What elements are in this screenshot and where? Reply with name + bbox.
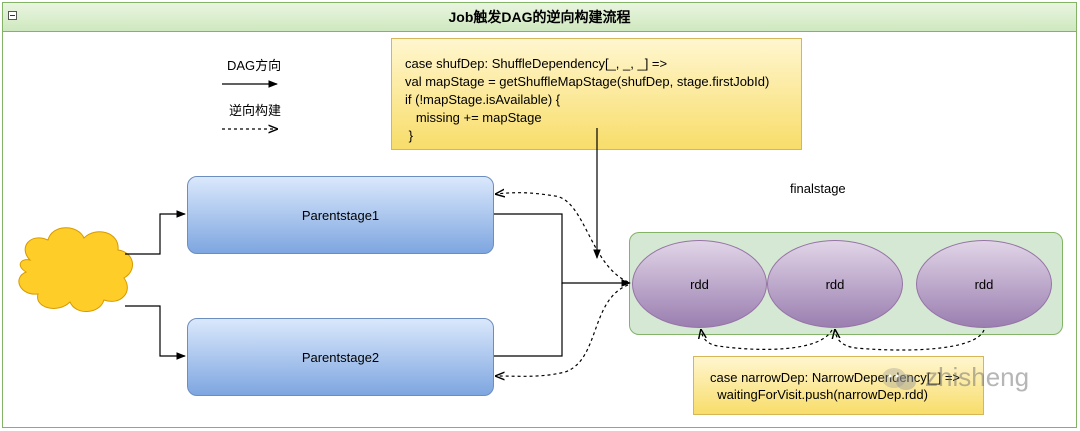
diagram-title: Job触发DAG的逆向构建流程 bbox=[448, 9, 631, 25]
code-line: missing += mapStage bbox=[405, 110, 542, 125]
rdd-node-3[interactable]: rdd bbox=[916, 240, 1052, 328]
parent-stage-2-label: Parentstage2 bbox=[301, 349, 380, 365]
code-line: } bbox=[405, 128, 413, 143]
reverse-to-stage2-arrow bbox=[496, 284, 629, 376]
collapse-button[interactable] bbox=[8, 11, 17, 20]
rdd-label: rdd bbox=[974, 276, 994, 292]
parent-stage-1[interactable]: Parentstage1 bbox=[187, 176, 494, 254]
rdd-label: rdd bbox=[825, 276, 845, 292]
source-cloud-icon bbox=[18, 227, 133, 312]
rdd-label: rdd bbox=[690, 276, 709, 292]
stage1-to-rdd-arrow bbox=[494, 213, 631, 287]
narrow-reverse-arrow-2 bbox=[835, 330, 985, 351]
legend-dashed-label: 逆向构建 bbox=[229, 103, 282, 118]
narrow-reverse-arrow-1 bbox=[701, 330, 833, 351]
reverse-to-stage1-arrow bbox=[496, 193, 629, 283]
code-line: if (!mapStage.isAvailable) { bbox=[405, 92, 561, 107]
code-line: case shufDep: ShuffleDependency[_, _, _]… bbox=[405, 56, 668, 71]
parent-stage-2[interactable]: Parentstage2 bbox=[187, 318, 494, 396]
code-line: waitingForVisit.push(narrowDep.rdd) bbox=[710, 387, 928, 402]
code-line: val mapStage = getShuffleMapStage(shufDe… bbox=[405, 74, 770, 89]
wechat-watermark-icon bbox=[882, 368, 916, 390]
final-stage-label: finalstage bbox=[790, 181, 846, 196]
narrow-dependency-code-box: case narrowDep: NarrowDependency[_] => w… bbox=[693, 356, 984, 415]
parent-stage-1-label: Parentstage1 bbox=[301, 207, 380, 223]
stage2-to-rdd-line bbox=[494, 283, 563, 357]
cloud-to-stage2-arrow bbox=[125, 305, 186, 360]
legend-solid-label: DAG方向 bbox=[227, 58, 282, 73]
rdd-node-1[interactable]: rdd bbox=[632, 240, 767, 328]
rdd-node-2[interactable]: rdd bbox=[767, 240, 903, 328]
code-line: case narrowDep: NarrowDependency[_] => bbox=[710, 370, 961, 385]
watermark-text: zhisheng bbox=[925, 362, 1030, 392]
cloud-to-stage1-arrow bbox=[125, 210, 186, 255]
title-bar: Job触发DAG的逆向构建流程 bbox=[3, 3, 1076, 32]
